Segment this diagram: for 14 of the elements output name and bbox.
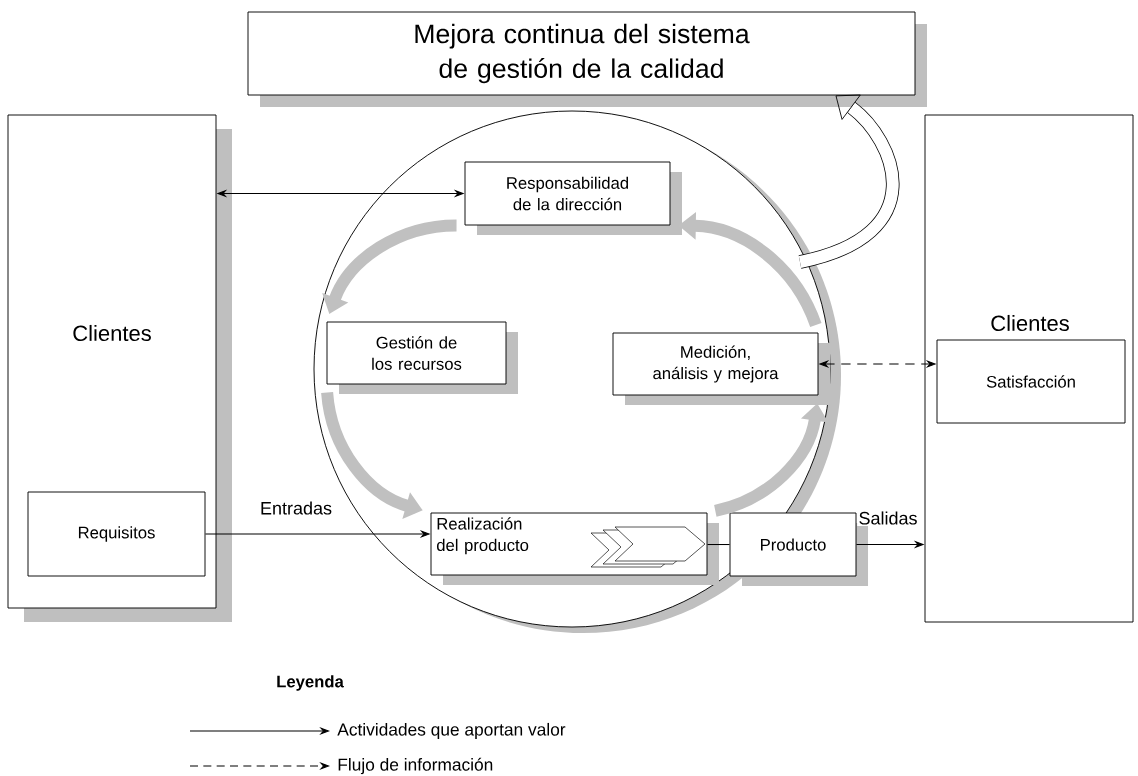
process-box: Requisitos bbox=[27, 491, 206, 577]
title-box: Mejora continua del sistema de gestión de la calidad bbox=[247, 11, 927, 107]
process-box: Satisfacción bbox=[936, 339, 1126, 424]
legend-text: Flujo de información bbox=[338, 757, 493, 775]
node-label: Medición, análisis y mejora bbox=[653, 345, 779, 383]
process-box: Medición, análisis y mejora bbox=[612, 332, 830, 405]
curved-block-arrow bbox=[798, 94, 900, 269]
process-box: Gestión de los recursos bbox=[326, 321, 518, 394]
legend-title: Leyenda bbox=[277, 675, 344, 691]
process-box: Responsabilidad de la dirección bbox=[464, 161, 682, 235]
edge-label: Entradas bbox=[258, 500, 334, 516]
legend-text: Actividades que aportan valor bbox=[337, 722, 566, 740]
connector-line bbox=[706, 543, 731, 546]
edge-label: Salidas bbox=[857, 510, 919, 526]
